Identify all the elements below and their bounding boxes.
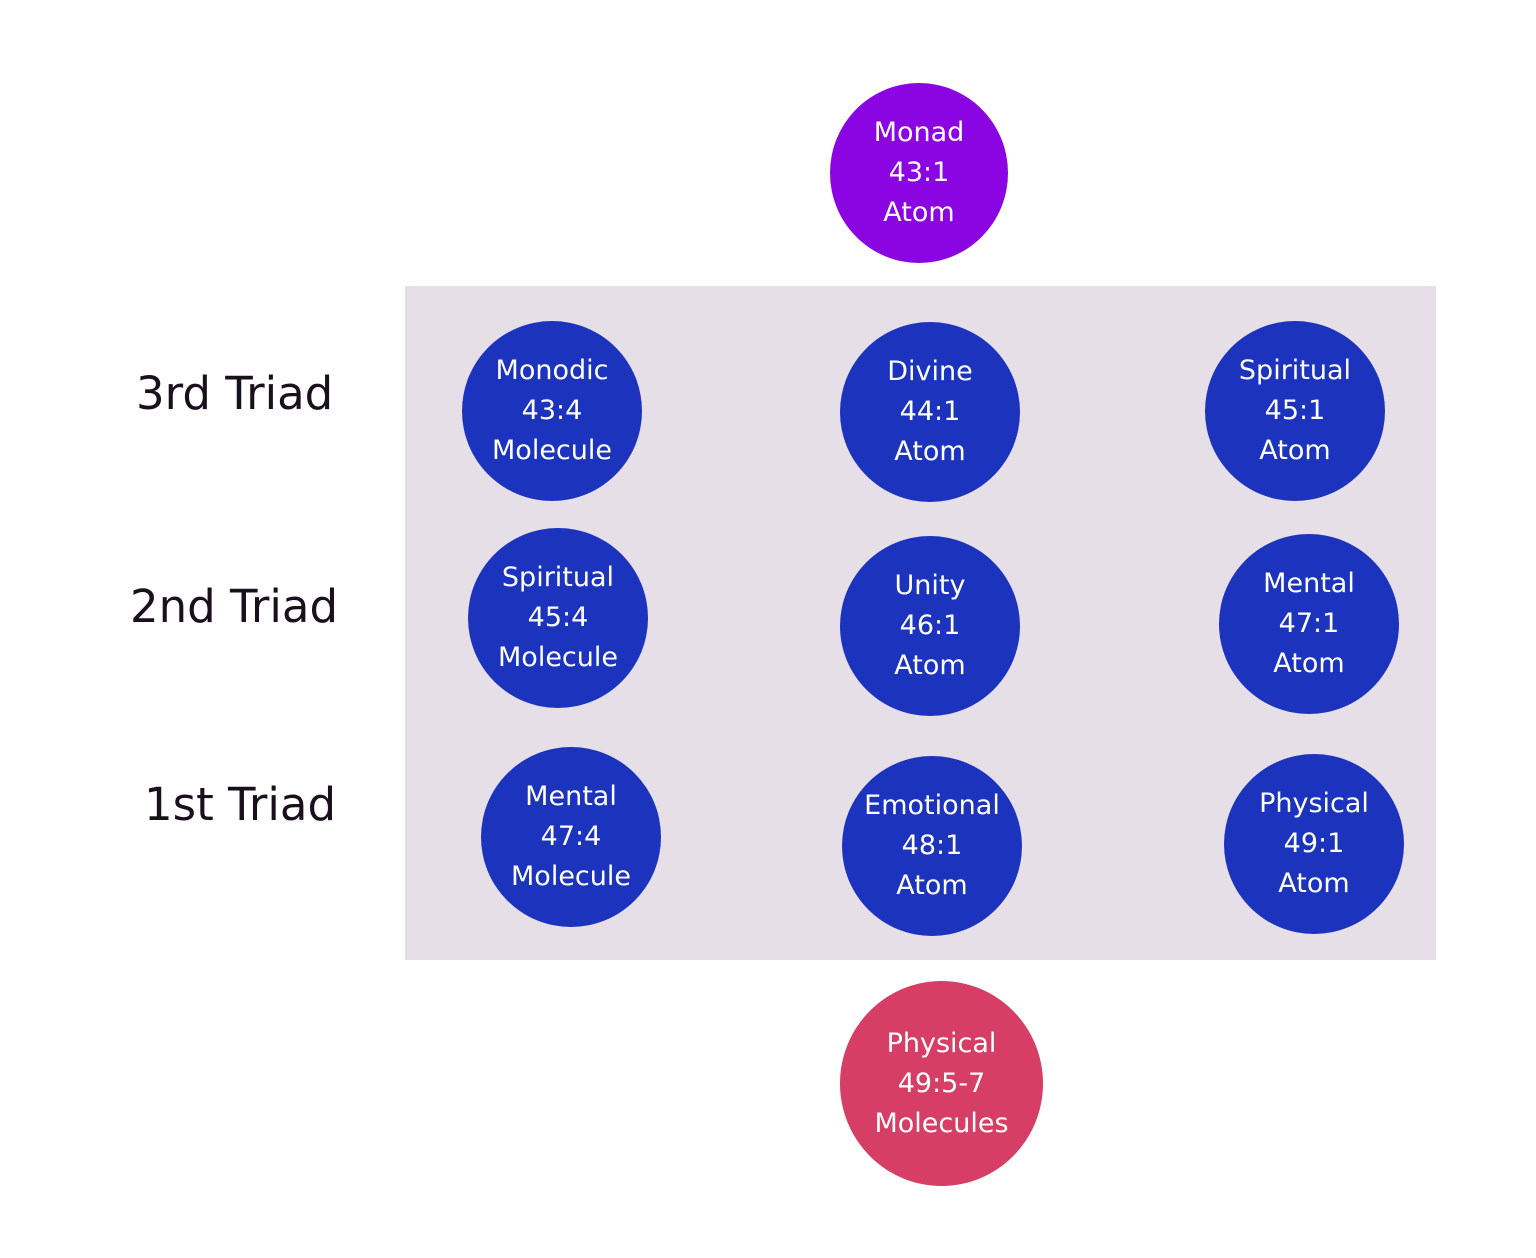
triad-node-physical-atom: Physical 49:1 Atom (1224, 754, 1404, 934)
node-line-1: Monad (873, 117, 965, 148)
node-line-3: Atom (896, 870, 968, 901)
node-line-1: Divine (887, 356, 973, 387)
node-line-3: Molecules (874, 1107, 1009, 1139)
node-line-2: 44:1 (899, 396, 961, 427)
node-line-1: Unity (894, 570, 966, 601)
node-line-3: Atom (1259, 435, 1331, 466)
node-line-3: Atom (894, 650, 966, 681)
node-line-1: Mental (525, 781, 617, 812)
node-line-2: 45:4 (527, 602, 589, 633)
node-line-2: 49:1 (1283, 828, 1345, 859)
node-line-2: 43:4 (521, 395, 583, 426)
node-line-3: Molecule (498, 642, 618, 673)
node-line-3: Molecule (511, 861, 631, 892)
triad-node-monodic: Monodic 43:4 Molecule (462, 321, 642, 501)
triad-node-divine: Divine 44:1 Atom (840, 322, 1020, 502)
node-line-2: 47:1 (1278, 608, 1340, 639)
node-line-1: Spiritual (1238, 355, 1352, 386)
triad-node-mental-atom: Mental 47:1 Atom (1219, 534, 1399, 714)
row-label-2nd-triad: 2nd Triad (130, 580, 339, 633)
node-line-2: 49:5-7 (897, 1067, 986, 1099)
triad-node-emotional: Emotional 48:1 Atom (842, 756, 1022, 936)
node-line-1: Mental (1263, 568, 1355, 599)
node-line-1: Physical (886, 1027, 997, 1059)
node-line-1: Emotional (864, 790, 1000, 821)
node-line-2: 48:1 (901, 830, 963, 861)
row-label-1st-triad: 1st Triad (144, 778, 337, 831)
node-line-3: Atom (883, 197, 955, 228)
triad-node-spiritual-molecule: Spiritual 45:4 Molecule (468, 528, 648, 708)
triad-node-spiritual-atom: Spiritual 45:1 Atom (1205, 321, 1385, 501)
triad-node-unity: Unity 46:1 Atom (840, 536, 1020, 716)
row-label-3rd-triad: 3rd Triad (136, 367, 334, 420)
node-line-2: 46:1 (899, 610, 961, 641)
triad-node-mental-molecule: Mental 47:4 Molecule (481, 747, 661, 927)
node-line-1: Monodic (495, 355, 609, 386)
physical-molecules-node: Physical 49:5-7 Molecules (840, 981, 1043, 1186)
node-line-3: Atom (894, 436, 966, 467)
node-line-3: Atom (1273, 648, 1345, 679)
node-line-2: 47:4 (540, 821, 602, 852)
node-line-2: 43:1 (888, 157, 950, 188)
monad-node: Monad 43:1 Atom (830, 83, 1008, 263)
node-line-2: 45:1 (1264, 395, 1326, 426)
node-line-1: Spiritual (501, 562, 615, 593)
node-line-3: Atom (1278, 868, 1350, 899)
node-line-3: Molecule (492, 435, 612, 466)
node-line-1: Physical (1259, 788, 1369, 819)
